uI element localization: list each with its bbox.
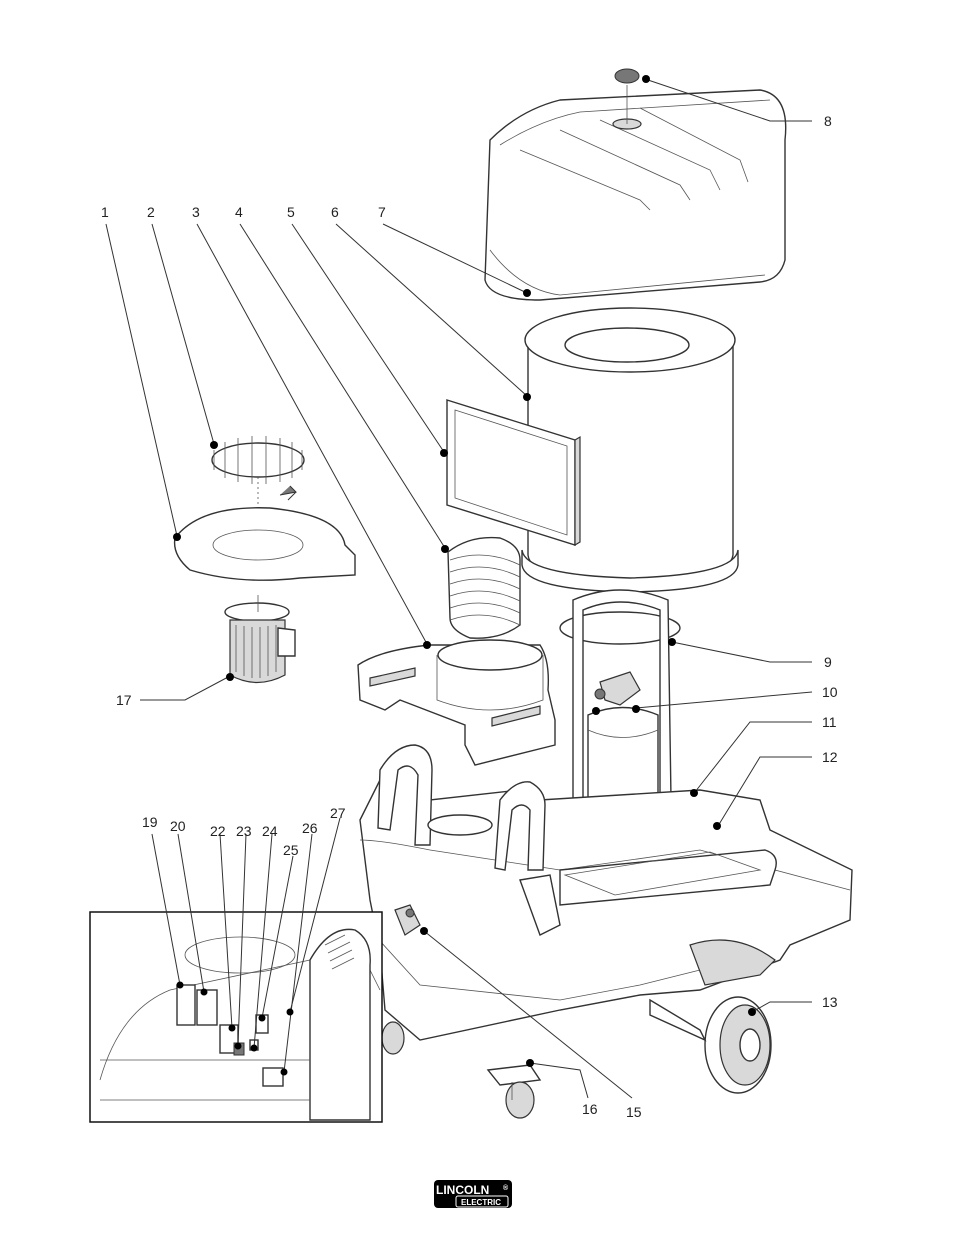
callout-22: 22 bbox=[210, 823, 226, 839]
callout-17: 17 bbox=[116, 692, 132, 708]
callout-6: 6 bbox=[331, 204, 339, 220]
swivel-caster bbox=[488, 1065, 540, 1118]
callout-27: 27 bbox=[330, 805, 346, 821]
callout-20: 20 bbox=[170, 818, 186, 834]
suction-housing bbox=[358, 640, 555, 765]
callout-7: 7 bbox=[378, 204, 386, 220]
callout-13: 13 bbox=[822, 994, 838, 1010]
callout-8: 8 bbox=[824, 113, 832, 129]
top-cover bbox=[485, 90, 786, 300]
callout-26: 26 bbox=[302, 820, 318, 836]
logo-mark: ® bbox=[503, 1184, 509, 1192]
callout-24: 24 bbox=[262, 823, 278, 839]
swivel-caster-rear bbox=[382, 1022, 404, 1054]
fan-housing bbox=[175, 508, 355, 580]
callout-9: 9 bbox=[824, 654, 832, 670]
callout-11: 11 bbox=[822, 714, 837, 730]
detail-inset bbox=[90, 912, 382, 1122]
motor bbox=[225, 595, 295, 683]
flexible-hose bbox=[448, 538, 520, 639]
callout-12: 12 bbox=[822, 749, 838, 765]
callout-1: 1 bbox=[101, 204, 109, 220]
callout-3: 3 bbox=[192, 204, 200, 220]
callout-10: 10 bbox=[822, 684, 838, 700]
callout-16: 16 bbox=[582, 1101, 598, 1117]
callout-23: 23 bbox=[236, 823, 252, 839]
callout-5: 5 bbox=[287, 204, 295, 220]
callout-19: 19 bbox=[142, 814, 158, 830]
callout-2: 2 bbox=[147, 204, 155, 220]
logo-line1: LINCOLN bbox=[436, 1183, 489, 1197]
logo-line2: ELECTRIC bbox=[461, 1198, 501, 1207]
callout-4: 4 bbox=[235, 204, 243, 220]
callout-15: 15 bbox=[626, 1104, 642, 1120]
lincoln-electric-logo: LINCOLN ® ELECTRIC bbox=[434, 1180, 512, 1208]
callout-25: 25 bbox=[283, 842, 299, 858]
